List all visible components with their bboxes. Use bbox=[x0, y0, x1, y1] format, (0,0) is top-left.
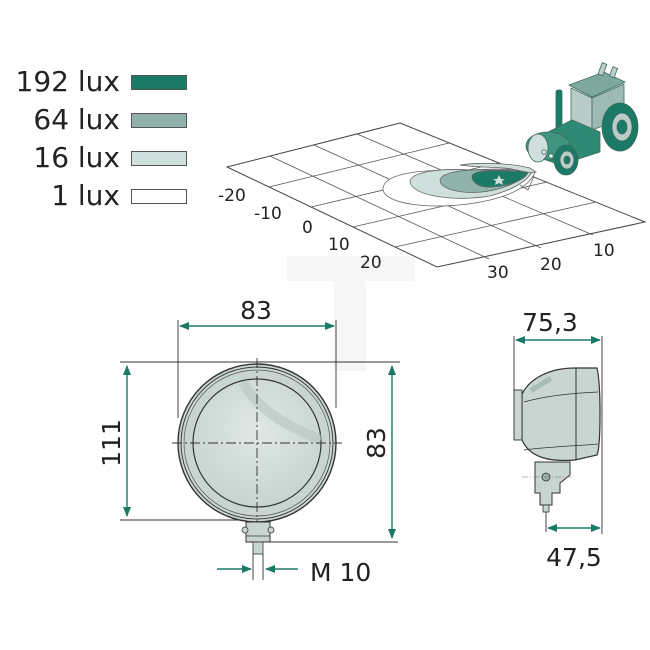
axis-label: 10 bbox=[328, 235, 350, 255]
axis-label: 10 bbox=[593, 241, 615, 261]
axis-label: -10 bbox=[254, 204, 282, 224]
legend-label: 192 lux bbox=[15, 65, 120, 98]
axis-label: 0 bbox=[302, 218, 313, 238]
depth-dimension-label: 75,3 bbox=[522, 308, 578, 337]
legend-swatch bbox=[131, 75, 187, 90]
tractor-icon bbox=[525, 62, 639, 176]
axis-label: -20 bbox=[218, 186, 246, 206]
mount-offset-dimension-label: 47,5 bbox=[546, 543, 602, 572]
axis-label: 30 bbox=[487, 263, 509, 283]
right-height-dimension-label: 83 bbox=[362, 427, 391, 459]
legend-swatch bbox=[131, 113, 187, 128]
watermark bbox=[287, 256, 415, 371]
legend-item-64: 64 lux bbox=[0, 102, 200, 138]
thread-label: M 10 bbox=[310, 558, 371, 587]
legend-label: 64 lux bbox=[33, 103, 120, 136]
width-dimension-label: 83 bbox=[240, 296, 272, 325]
side-view bbox=[513, 336, 603, 534]
grid-axis-labels: -20 -10 0 10 20 30 20 10 bbox=[218, 186, 615, 283]
legend-label: 1 lux bbox=[51, 179, 120, 212]
legend-item-1: 1 lux bbox=[0, 178, 200, 214]
legend-item-192: 192 lux bbox=[0, 64, 200, 100]
legend-item-16: 16 lux bbox=[0, 140, 200, 176]
height-dimension-label: 111 bbox=[97, 419, 126, 467]
legend-swatch bbox=[131, 189, 187, 204]
axis-label: 20 bbox=[360, 253, 382, 273]
legend-label: 16 lux bbox=[33, 141, 120, 174]
star-icon bbox=[493, 175, 505, 185]
legend-swatch bbox=[131, 151, 187, 166]
axis-label: 20 bbox=[540, 255, 562, 275]
front-view bbox=[120, 320, 400, 580]
light-beam-contours bbox=[382, 162, 537, 207]
